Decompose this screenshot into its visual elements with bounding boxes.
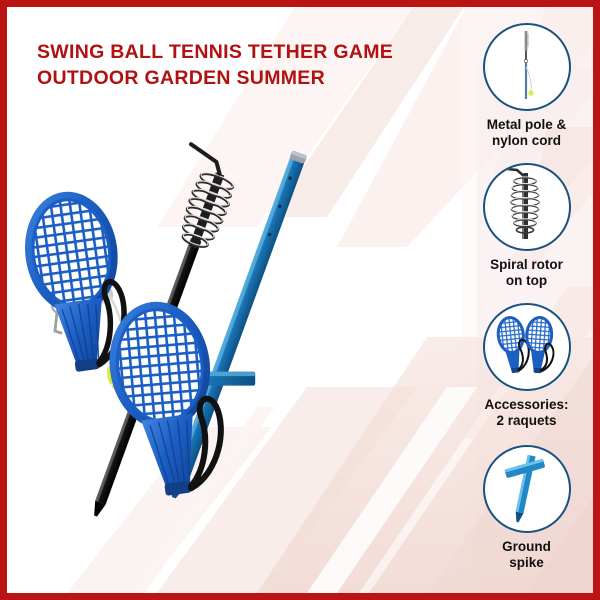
- metal-pole-icon: [482, 23, 571, 111]
- feature-item-ground-spike[interactable]: Ground spike: [460, 445, 593, 571]
- feature-label-metal-pole: Metal pole & nylon cord: [486, 117, 567, 148]
- spiral-rotor-icon: [482, 163, 571, 251]
- feature-item-rackets[interactable]: Accessories: 2 raquets: [460, 303, 593, 429]
- racket-right-art: [109, 301, 224, 496]
- title-line-2: OUTDOOR GARDEN SUMMER: [37, 67, 325, 89]
- title-line-1: SWING BALL TENNIS TETHER GAME: [37, 41, 394, 63]
- feature-label-rackets: Accessories: 2 raquets: [484, 397, 569, 428]
- feature-list: Metal pole & nylon cord: [460, 21, 593, 593]
- feature-label-spiral-rotor: Spiral rotor on top: [490, 257, 563, 288]
- feature-label-ground-spike: Ground spike: [502, 539, 551, 570]
- two-rackets-icon: [482, 303, 571, 391]
- spiral-rotor-coil: [181, 142, 235, 249]
- feature-item-metal-pole[interactable]: Metal pole & nylon cord: [460, 23, 593, 149]
- page-title: SWING BALL TENNIS TETHER GAME OUTDOOR GA…: [37, 39, 467, 91]
- product-image: [7, 117, 467, 593]
- feature-item-spiral-rotor[interactable]: Spiral rotor on top: [460, 163, 593, 289]
- ground-spike-icon: [482, 445, 571, 533]
